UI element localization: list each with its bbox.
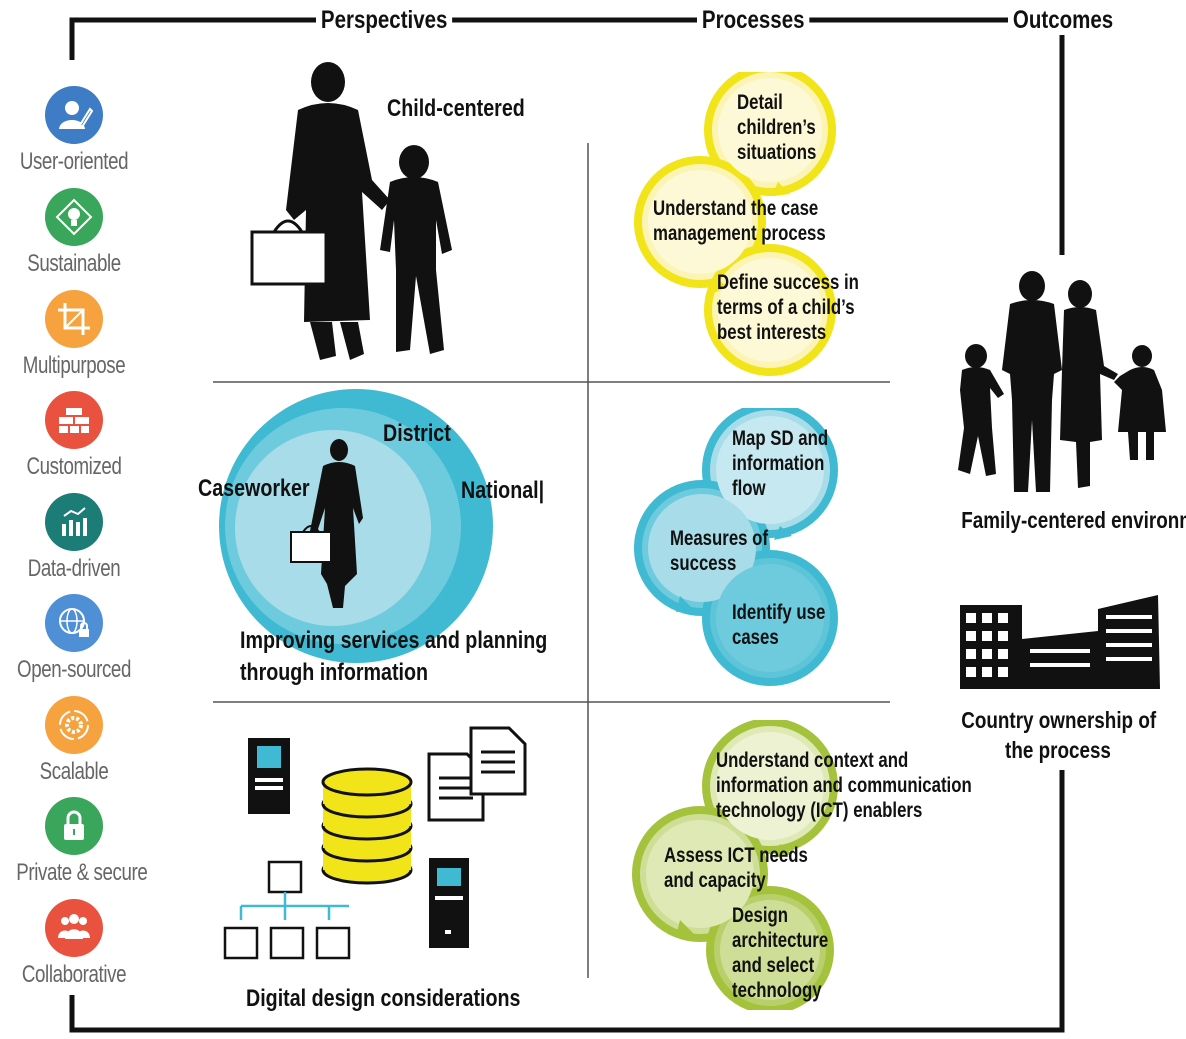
crop-icon <box>45 290 103 348</box>
green-c-text: Design architecture and select technolog… <box>732 903 828 1003</box>
text-line: situations <box>737 141 817 164</box>
green-a-text: Understand context and information and c… <box>716 748 972 823</box>
globe-lock-icon <box>45 594 103 652</box>
text-line: architecture <box>732 929 829 952</box>
text-line: and capacity <box>664 869 766 892</box>
text-line: Understand the case <box>653 197 819 220</box>
text-line: management process <box>653 222 826 245</box>
principle-data-driven: Data-driven <box>0 493 148 583</box>
green-b-text: Assess ICT needs and capacity <box>664 843 808 893</box>
principle-label: Scalable <box>39 758 109 785</box>
bricks-icon <box>45 391 103 449</box>
text-line: Define success in <box>717 271 859 294</box>
text-line: terms of a child’s <box>717 296 855 319</box>
principle-label: Customized <box>26 453 122 480</box>
principle-customized: Customized <box>0 391 148 481</box>
text-line: Map SD and <box>732 427 829 450</box>
text-line: technology <box>732 979 822 1002</box>
improving-line-2: through information <box>240 659 429 686</box>
people-group-icon <box>45 899 103 957</box>
header-outcomes: Outcomes <box>1008 6 1119 35</box>
text-line: cases <box>732 626 779 649</box>
principle-label: Open-sourced <box>17 656 131 683</box>
digital-design-label: Digital design considerations <box>246 985 521 1012</box>
adult-child-silhouette <box>250 62 452 360</box>
principle-sustainable: Sustainable <box>0 188 148 278</box>
header-perspectives: Perspectives <box>316 6 453 35</box>
gear-cycle-icon <box>45 696 103 754</box>
database-icon <box>321 767 413 885</box>
improving-line-1: Improving services and planning <box>240 627 548 654</box>
text-line: information and communication <box>716 774 972 797</box>
text-line: information <box>732 452 825 475</box>
digital-design-icons <box>223 726 527 960</box>
principle-label: Data-driven <box>27 555 121 582</box>
text-line: Assess ICT needs <box>664 844 808 867</box>
padlock-icon <box>45 797 103 855</box>
text-line: best interests <box>717 321 827 344</box>
yellow-process-cycle <box>634 72 836 376</box>
country-ownership-line-1: Country ownership of <box>961 707 1157 733</box>
blue-c-text: Identify use cases <box>732 600 825 650</box>
principle-private-secure: Private & secure <box>0 797 148 887</box>
yellow-b-text: Understand the case management process <box>653 196 826 246</box>
server-icon <box>248 738 290 814</box>
text-line: and select <box>732 954 815 977</box>
family-silhouette <box>958 271 1166 492</box>
principle-label: Multipurpose <box>22 352 126 379</box>
documents-icon <box>427 726 527 822</box>
principle-label: Private & secure <box>16 859 148 886</box>
text-line: Identify use <box>732 601 826 624</box>
principle-label: Sustainable <box>27 250 121 277</box>
blue-a-text: Map SD and information flow <box>732 426 828 501</box>
text-line: success <box>670 552 737 575</box>
family-centered-label: Family-centered environment <box>961 507 1186 533</box>
country-ownership-line-2: the process <box>1005 737 1111 763</box>
text-line: Design <box>732 904 789 927</box>
principle-open-sourced: Open-sourced <box>0 594 148 684</box>
level-caseworker: Caseworker <box>198 475 310 502</box>
level-circles <box>219 389 493 663</box>
header-processes: Processes <box>697 6 810 35</box>
principle-user-oriented: User-oriented <box>0 86 148 176</box>
hierarchy-icon <box>223 860 351 960</box>
buildings-icon <box>960 595 1160 689</box>
text-line: children’s <box>737 116 816 139</box>
level-national: National| <box>461 477 545 504</box>
blue-b-text: Measures of success <box>670 526 768 576</box>
lightbulb-icon <box>45 188 103 246</box>
text-line: flow <box>732 477 766 500</box>
principle-collaborative: Collaborative <box>0 899 148 989</box>
level-district: District <box>383 420 451 447</box>
chart-icon <box>45 493 103 551</box>
yellow-c-text: Define success in terms of a child’s bes… <box>717 270 859 345</box>
text-line: Detail <box>737 91 783 114</box>
principle-label: Collaborative <box>21 961 127 988</box>
text-line: Measures of <box>670 527 769 550</box>
yellow-a-text: Detail children’s situations <box>737 90 816 165</box>
blue-process-cycle <box>634 408 838 686</box>
principle-label: User-oriented <box>19 148 129 175</box>
text-line: Understand context and <box>716 749 909 772</box>
green-process-cycle <box>632 720 838 1010</box>
text-line: technology (ICT) enablers <box>716 799 923 822</box>
server-icon-2 <box>429 858 469 948</box>
principle-multipurpose: Multipurpose <box>0 290 148 380</box>
principle-scalable: Scalable <box>0 696 148 786</box>
child-centered-label: Child-centered <box>387 95 525 122</box>
user-pen-icon <box>45 86 103 144</box>
